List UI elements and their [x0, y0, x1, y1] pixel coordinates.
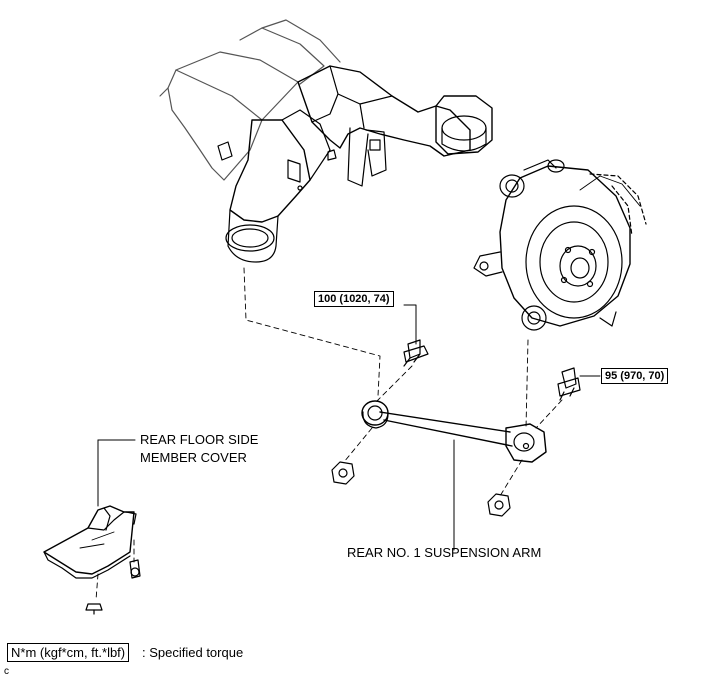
floor-cover-label-line2: MEMBER COVER: [140, 450, 247, 465]
floor-cover-drawing: [43, 505, 141, 615]
leader-lines: [97, 304, 601, 551]
left-nut-drawing: [331, 461, 355, 485]
axle-carrier-drawing: [473, 159, 647, 331]
upper-bolt-torque: 100 (1020, 74): [314, 291, 394, 307]
floor-cover-label-line1: REAR FLOOR SIDE: [140, 432, 259, 447]
right-bolt-drawing: [557, 367, 581, 401]
torque-legend-description: : Specified torque: [142, 645, 244, 660]
right-nut-drawing: [487, 493, 511, 517]
suspension-arm-label: REAR NO. 1 SUSPENSION ARM: [347, 545, 542, 560]
right-bolt-torque: 95 (970, 70): [601, 368, 669, 384]
suspension-arm-drawing: [361, 400, 547, 463]
figure-code: c: [4, 666, 9, 677]
assembly-lines: [95, 267, 563, 601]
torque-unit-box: N*m (kgf*cm, ft.*lbf): [7, 643, 130, 662]
rear-subframe-drawing: [159, 19, 493, 263]
